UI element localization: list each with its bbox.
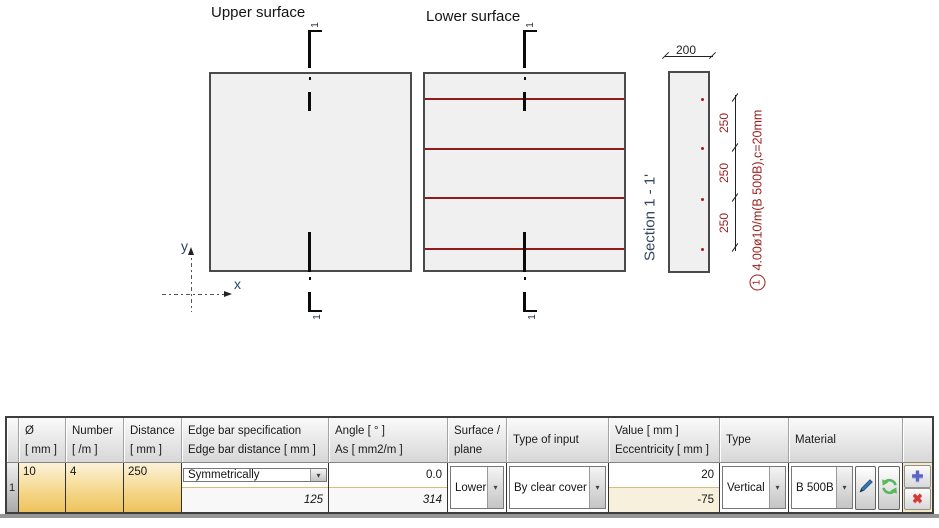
refresh-icon: [880, 477, 899, 499]
rebar-dot: [701, 198, 704, 201]
section-cut-mark: [523, 292, 526, 312]
rebar-dot: [701, 147, 704, 150]
number-cell[interactable]: 4: [66, 463, 124, 512]
column-header-material: Material: [789, 418, 903, 463]
as-value: 314: [422, 494, 442, 506]
column-header-surface: Surface /plane: [448, 418, 507, 463]
surface-cell: Lower ▾: [448, 463, 507, 512]
annotation-text: 4.00ø10/m(B 500B),c=20mm: [750, 109, 764, 271]
bottom-divider: [0, 514, 939, 518]
actions-column-header: [903, 418, 932, 463]
section-cut-tick: [525, 310, 537, 312]
dimension-tick: [708, 51, 717, 60]
section-line-dash: [308, 232, 311, 272]
column-header-type-of-input: Type of input: [507, 418, 609, 463]
section-cut-tick: [310, 310, 322, 312]
annotation-index-badge: 1: [749, 274, 765, 291]
section-cut-number: 1: [526, 314, 538, 320]
section-cut-number: 1: [524, 22, 536, 28]
material-cell: B 500B ▾: [789, 463, 903, 512]
chevron-down-icon[interactable]: ▾: [589, 467, 605, 508]
distance-cell[interactable]: 250: [124, 463, 182, 512]
delete-icon: ✖: [912, 490, 923, 506]
chevron-down-icon[interactable]: ▾: [836, 467, 852, 508]
plus-icon: ✚: [911, 467, 924, 484]
section-view-slab: [668, 71, 710, 273]
section-cut-tick: [310, 30, 322, 32]
section-line-dot: [309, 77, 311, 80]
section-cut-mark: [308, 30, 311, 68]
section-cut-mark: [523, 30, 526, 68]
dimension-line: [735, 95, 736, 251]
add-row-button[interactable]: ✚: [904, 465, 931, 488]
section-cut-tick: [525, 30, 537, 32]
rebar-line: [425, 148, 624, 150]
rebar-dot: [701, 248, 704, 251]
spacing-dimension-label: 250: [717, 212, 731, 234]
row-actions-cell: ✚ ✖: [903, 463, 932, 512]
column-header-angle: Angle [ ° ]As [ mm2/m ]: [329, 418, 448, 463]
eccentricity-value: -75: [697, 494, 714, 506]
edge-bar-specification-dropdown[interactable]: Symmetrically ▾: [183, 468, 327, 482]
delete-row-button[interactable]: ✖: [904, 487, 931, 510]
edge-bar-cell: Symmetrically ▾ 125: [182, 463, 329, 512]
edge-bar-distance-value: 125: [303, 494, 323, 506]
chevron-down-icon[interactable]: ▾: [310, 469, 326, 481]
section-cut-mark: [308, 292, 311, 312]
reinforcement-table: Ø[ mm ] Number[ /m ] Distance[ mm ] Edge…: [5, 416, 934, 514]
section-cut-number: 1: [309, 22, 321, 28]
surface-dropdown[interactable]: Lower ▾: [450, 466, 504, 509]
section-line-dot: [309, 277, 311, 280]
chevron-down-icon[interactable]: ▾: [487, 467, 503, 508]
x-axis-label: x: [234, 276, 241, 292]
section-title: Section 1 - 1': [641, 173, 659, 262]
x-axis-line: [162, 294, 230, 295]
section-line-dash: [523, 232, 526, 272]
column-header-number: Number[ /m ]: [66, 418, 124, 463]
row-selector[interactable]: 1: [7, 463, 19, 512]
angle-cell: 0.0 314: [329, 463, 448, 512]
section-cut-number: 1: [311, 314, 323, 320]
section-line-dash: [523, 92, 526, 111]
section-line-dot: [524, 77, 526, 80]
column-header-value: Value [ mm ]Eccentricity [ mm ]: [609, 418, 720, 463]
row-selector-header: [7, 418, 19, 463]
angle-value[interactable]: 0.0: [426, 469, 442, 481]
type-cell: Vertical ▾: [720, 463, 789, 512]
column-header-type: Type: [720, 418, 789, 463]
rebar-annotation: 1 4.00ø10/m(B 500B),c=20mm: [749, 51, 766, 291]
section-line-dot: [524, 277, 526, 280]
material-dropdown[interactable]: B 500B ▾: [791, 466, 853, 509]
cover-value[interactable]: 20: [701, 469, 714, 481]
chevron-down-icon[interactable]: ▾: [769, 467, 785, 508]
refresh-material-button[interactable]: [878, 465, 900, 510]
type-dropdown[interactable]: Vertical ▾: [722, 466, 786, 509]
spacing-dimension-label: 250: [717, 112, 731, 134]
column-header-distance: Distance[ mm ]: [124, 418, 182, 463]
width-dimension-label: 200: [676, 43, 697, 57]
pencil-icon: [857, 477, 875, 498]
rebar-dot: [701, 98, 704, 101]
column-header-diameter: Ø[ mm ]: [19, 418, 66, 463]
diameter-cell[interactable]: 10: [19, 463, 66, 512]
edit-material-button[interactable]: [855, 465, 876, 510]
upper-surface-label: Upper surface: [211, 4, 306, 21]
type-of-input-dropdown[interactable]: By clear cover ▾: [509, 466, 606, 509]
dimension-line: [665, 56, 713, 57]
rebar-line: [425, 197, 624, 199]
spacing-dimension-label: 250: [717, 162, 731, 184]
lower-surface-label: Lower surface: [426, 8, 521, 25]
y-axis-label: y: [181, 238, 188, 254]
type-of-input-cell: By clear cover ▾: [507, 463, 609, 512]
y-axis-arrow: [188, 247, 194, 255]
x-axis-arrow: [224, 291, 232, 297]
value-cell: 20 -75: [609, 463, 720, 512]
y-axis-line: [191, 251, 192, 312]
section-line-dash: [308, 92, 311, 111]
